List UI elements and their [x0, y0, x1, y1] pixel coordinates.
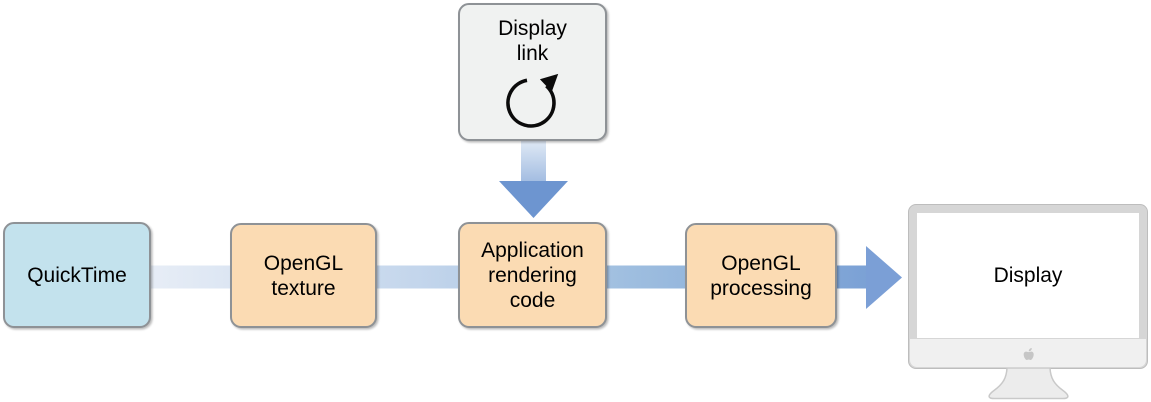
- node-opengl-processing-label: OpenGL processing: [710, 251, 812, 300]
- node-display-link: Display link: [458, 3, 607, 141]
- monitor-chin: [910, 339, 1146, 367]
- node-quicktime: QuickTime: [3, 222, 151, 328]
- node-application-rendering-code-label: Application rendering code: [481, 238, 584, 312]
- node-application-rendering-code: Application rendering code: [458, 222, 607, 328]
- display-link-arrow-shaft: [521, 141, 546, 183]
- display-link-arrowhead: [499, 181, 568, 218]
- monitor-screen: Display: [917, 213, 1139, 338]
- monitor-stand: [988, 368, 1069, 400]
- node-opengl-texture: OpenGL texture: [230, 223, 377, 328]
- apple-logo-icon: [1023, 347, 1034, 360]
- flow-arrowhead: [866, 246, 902, 309]
- circular-arrow-icon: [505, 73, 558, 128]
- node-display-link-label: Display link: [498, 17, 567, 65]
- display-label: Display: [993, 263, 1063, 287]
- node-opengl-processing: OpenGL processing: [685, 223, 837, 328]
- node-quicktime-label: QuickTime: [27, 263, 127, 287]
- imac-monitor: Display: [908, 204, 1148, 369]
- node-opengl-texture-label: OpenGL texture: [263, 251, 344, 300]
